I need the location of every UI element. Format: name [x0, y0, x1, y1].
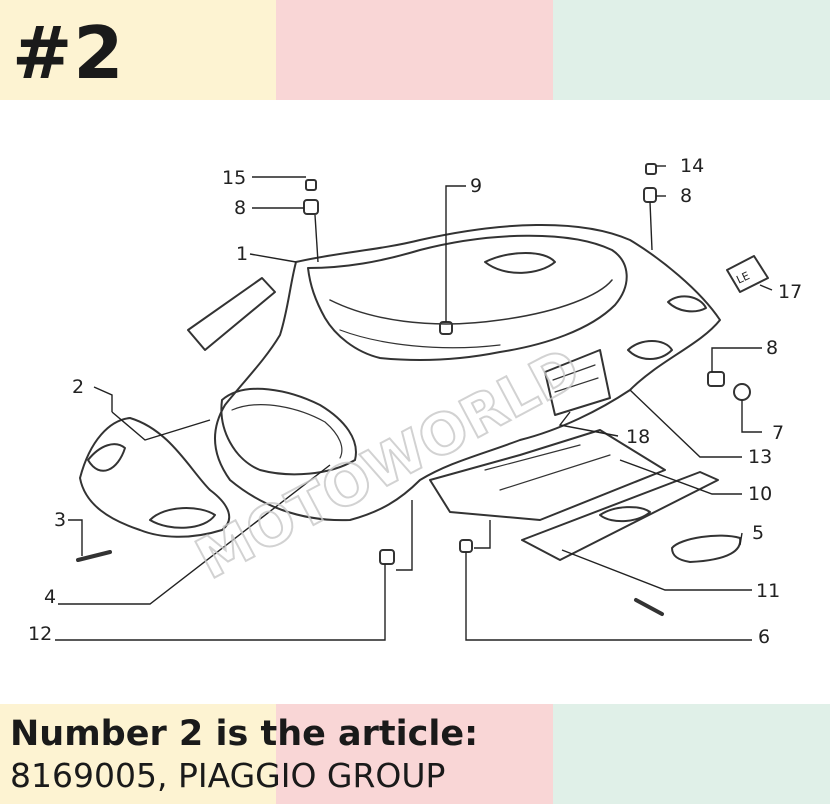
callout-8b: 8 [680, 185, 692, 207]
watermark: MOTOWORLD [186, 336, 591, 592]
front-cover-part-2 [79, 417, 231, 538]
callout-4: 4 [44, 586, 56, 608]
callout-8a: 8 [234, 197, 246, 219]
parts-diagram: MOTOWORLD 15 8 1 9 14 8 17 2 8 7 18 13 1… [28, 155, 802, 648]
callout-3: 3 [54, 509, 66, 531]
trim-strip-part-10 [521, 471, 719, 561]
caption-article-number: 8169005, PIAGGIO GROUP [10, 756, 446, 795]
caption-article-heading: Number 2 is the article: [10, 714, 479, 754]
callout-5: 5 [752, 522, 764, 544]
callout-9: 9 [470, 175, 482, 197]
callout-7: 7 [772, 422, 784, 444]
legshield-body-outline [214, 223, 721, 522]
glovebox-opening [307, 234, 628, 361]
callout-15: 15 [222, 167, 246, 189]
callout-10: 10 [748, 483, 772, 505]
bracket-left [187, 277, 276, 351]
label-plate [544, 349, 611, 416]
label-tag-text: LE [734, 269, 751, 286]
callout-13: 13 [748, 446, 772, 468]
light-lens-part-5 [671, 534, 742, 563]
page-title: #2 [12, 11, 125, 95]
callout-11: 11 [756, 580, 780, 602]
callout-6: 6 [758, 626, 770, 648]
header-color-band [0, 0, 830, 100]
footer-color-band [0, 704, 830, 804]
callout-8c: 8 [766, 337, 778, 359]
callout-2: 2 [72, 376, 84, 398]
callout-17: 17 [778, 281, 802, 303]
callout-14: 14 [680, 155, 704, 177]
callout-18: 18 [626, 426, 650, 448]
callout-1: 1 [236, 243, 248, 265]
callout-12: 12 [28, 623, 52, 645]
